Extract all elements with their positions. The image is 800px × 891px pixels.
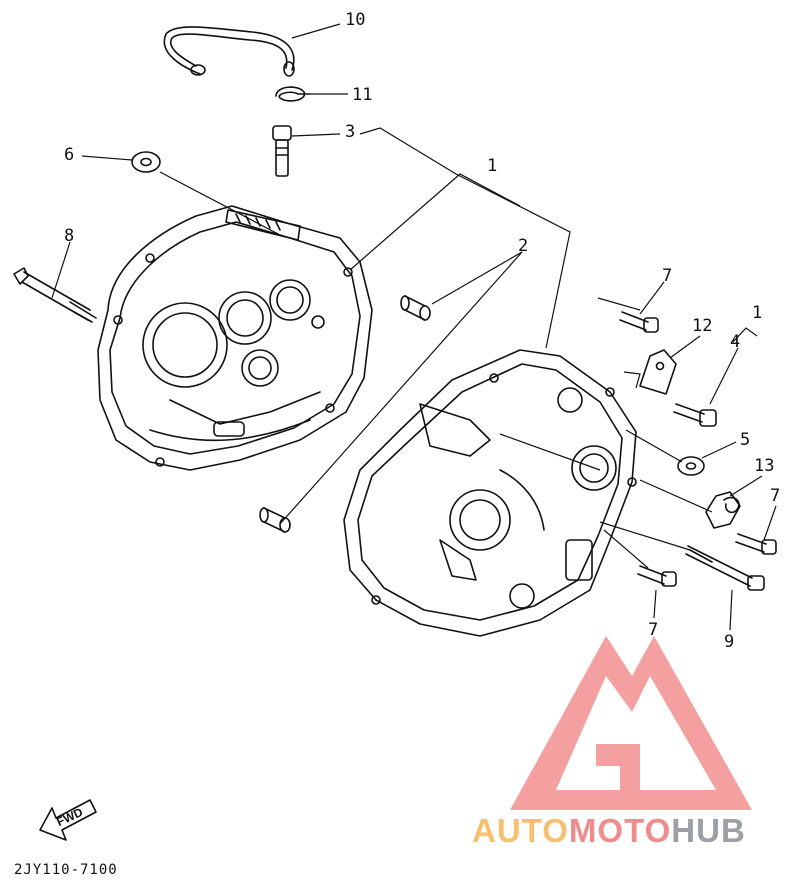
callout-5: 5	[740, 430, 751, 450]
callout-10: 10	[345, 10, 366, 30]
leader-lines	[51, 23, 777, 631]
spring-plate-part	[705, 491, 741, 529]
callout-13: 13	[754, 456, 775, 476]
callout-7-upper: 7	[662, 266, 673, 286]
watermark-brand: AUTOMOTOHUB	[472, 812, 746, 850]
automotohub-logo-icon	[510, 636, 752, 810]
callout-7-lower: 7	[648, 620, 659, 640]
right-crankcase-half	[343, 349, 637, 637]
callout-9: 9	[724, 632, 735, 652]
bracket-part	[639, 349, 677, 395]
hose-clip-part	[275, 86, 311, 102]
callout-3: 3	[345, 122, 356, 142]
breather-fitting-part	[272, 125, 292, 177]
bolt-upper	[619, 311, 659, 333]
callout-8: 8	[64, 226, 75, 246]
callout-1: 1	[487, 156, 498, 176]
bolt-right	[735, 533, 777, 555]
brand-auto: AUTO	[472, 812, 569, 849]
callout-11: 11	[352, 85, 373, 105]
callout-12: 12	[692, 316, 713, 336]
dowel-pin-upper	[400, 295, 431, 321]
fwd-arrow-icon	[39, 799, 97, 841]
washer-part	[677, 456, 705, 476]
stud-bolt-part	[685, 545, 765, 591]
callout-6: 6	[64, 145, 75, 165]
breather-hose-part	[163, 26, 295, 77]
short-bolt-part	[673, 403, 717, 427]
part-code: 2JY110-7100	[14, 862, 118, 878]
dowel-pin-lower	[259, 507, 291, 533]
brand-hub: HUB	[671, 812, 746, 849]
callout-1-group: 1	[752, 303, 763, 323]
seal-washer-part	[131, 151, 161, 173]
callout-7-right: 7	[770, 486, 781, 506]
callout-4: 4	[730, 332, 741, 352]
bolt-lower	[637, 565, 677, 587]
callout-2: 2	[518, 236, 529, 256]
long-bolt-part	[13, 267, 97, 323]
brand-moto: MOTO	[568, 812, 672, 849]
left-crankcase-half	[97, 205, 373, 471]
